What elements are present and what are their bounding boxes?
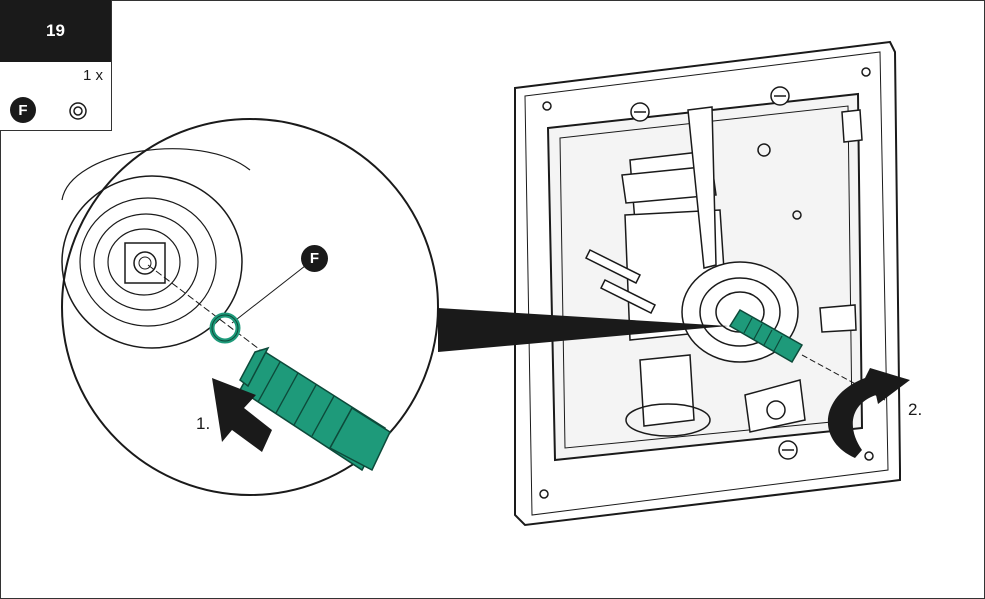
step-panel: 19 1 x F (0, 0, 112, 131)
washer-icon (69, 102, 87, 120)
mounting-plate (514, 40, 901, 527)
part-letter-badge: F (10, 97, 36, 123)
rotate-arrow-icon (827, 368, 910, 458)
zoom-wedge (438, 308, 728, 352)
step-label-1: 1. (196, 414, 211, 433)
detail-magnifier (61, 118, 439, 496)
push-arrow-icon (212, 378, 272, 452)
bolt (239, 346, 391, 472)
part-callout-f: F (301, 245, 328, 272)
part-quantity: 1 x (82, 67, 103, 84)
bolt-installed (728, 308, 804, 364)
step-label-2: 2. (908, 400, 923, 419)
step-number: 19 (0, 0, 111, 62)
